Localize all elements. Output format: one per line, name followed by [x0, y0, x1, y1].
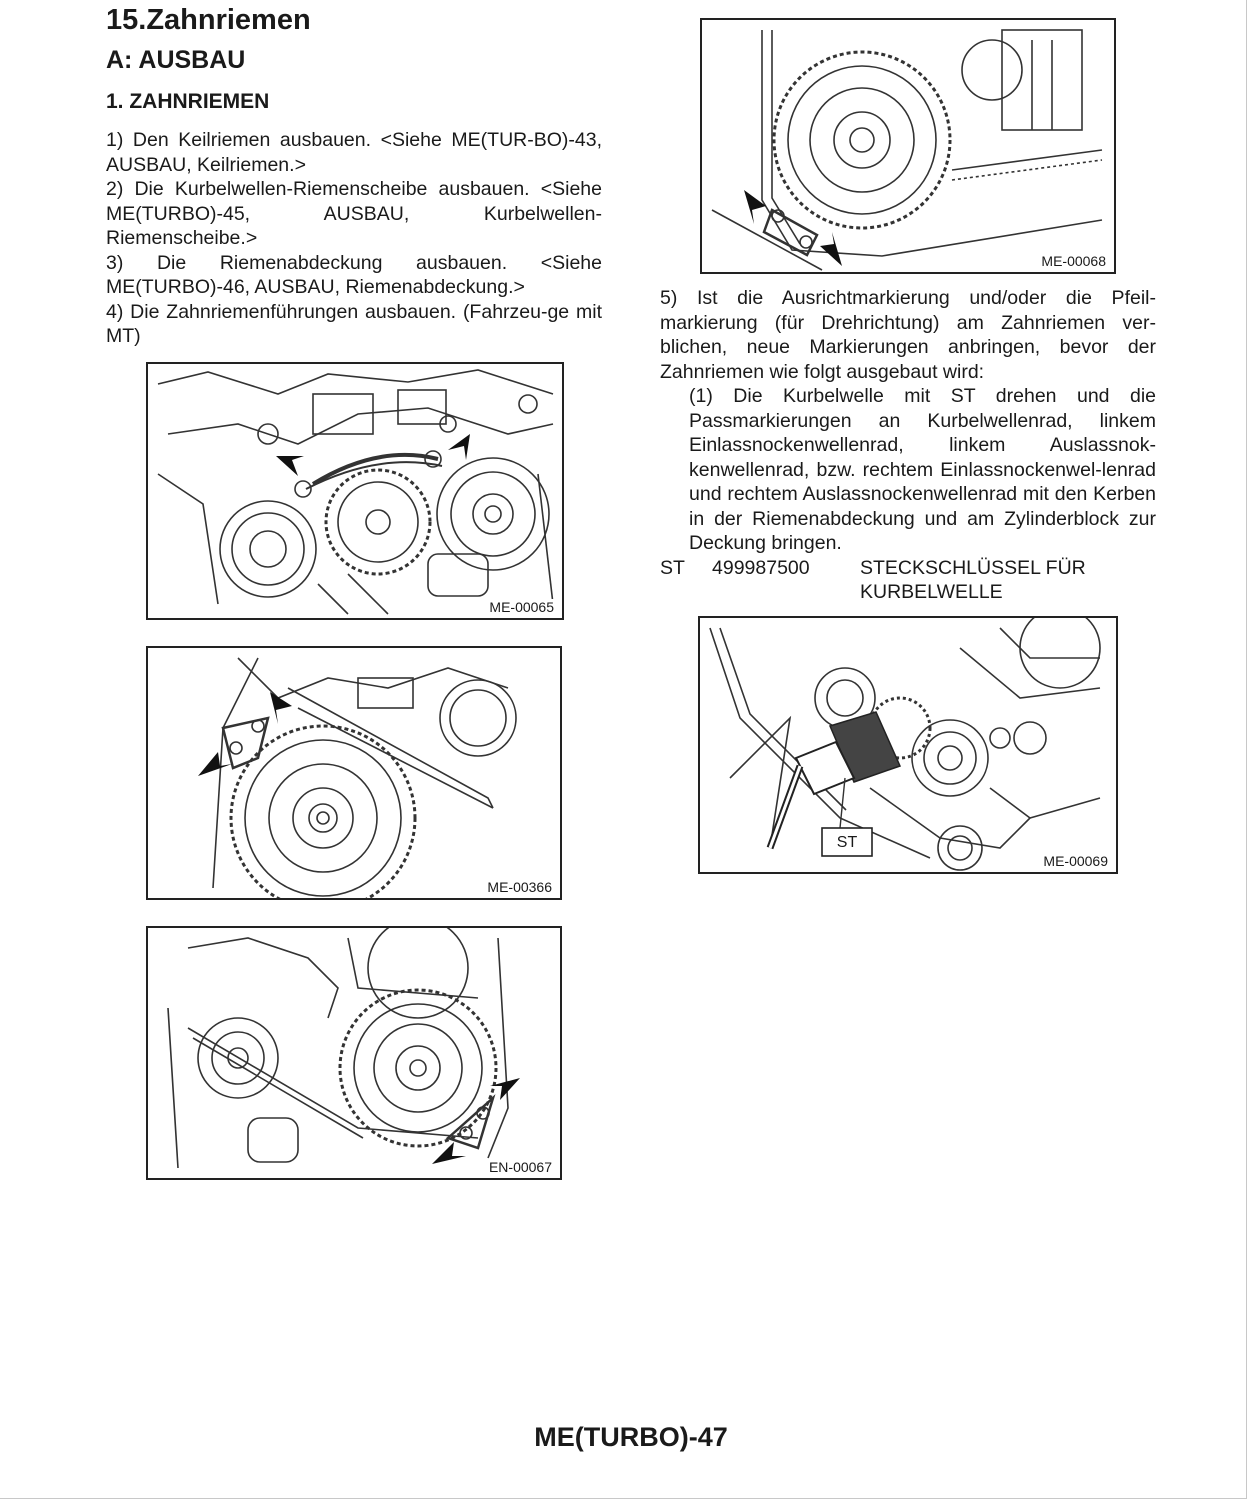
figure-caption-me-00069: ME-00069	[1041, 853, 1110, 869]
step-2: 2) Die Kurbelwellen-Riemenscheibe ausbau…	[106, 178, 602, 249]
figure-en-00067: EN-00067	[146, 926, 562, 1180]
special-tool-number: 499987500	[712, 556, 810, 579]
timing-belt-guide-illustration	[157, 369, 554, 615]
step-5-sub-1: (1) Die Kurbelwelle mit ST drehen und di…	[689, 385, 1156, 554]
subsection-title: A: AUSBAU	[106, 46, 246, 74]
belt-guide-lower-illustration	[711, 29, 1103, 271]
figure-caption-me-00068: ME-00068	[1039, 253, 1108, 269]
special-tool-row: ST 499987500 STECKSCHLÜSSEL FÜR KURBELWE…	[660, 556, 1156, 605]
step-5: 5) Ist die Ausrichtmarkierung und/oder d…	[660, 287, 1156, 383]
special-tool-label: ST	[660, 556, 685, 579]
step-3: 3) Die Riemenabdeckung ausbauen. <Siehe …	[106, 251, 602, 299]
figure-caption-me-00366: ME-00366	[485, 879, 554, 895]
step-4: 4) Die Zahnriemenführungen ausbauen. (Fa…	[106, 300, 602, 348]
figure-me-00065: ME-00065	[146, 362, 564, 620]
crankshaft-socket-illustration	[709, 618, 1101, 871]
belt-guide-right-illustration	[167, 928, 520, 1169]
special-tool-name: STECKSCHLÜSSEL FÜR KURBELWELLE	[860, 556, 1086, 604]
belt-guide-left-illustration	[198, 657, 517, 898]
special-tool-callout: ST	[836, 834, 858, 851]
figure-me-00068: ME-00068	[700, 18, 1116, 274]
item-title: 1. ZAHNRIEMEN	[106, 90, 270, 113]
left-column-text: 1) Den Keilriemen ausbauen. <Siehe ME(TU…	[106, 128, 602, 349]
section-title: 15.Zahnriemen	[106, 4, 311, 36]
figure-caption-en-00067: EN-00067	[486, 1159, 554, 1175]
figure-me-00069: ST ME-00069	[698, 616, 1118, 874]
right-column-text: 5) Ist die Ausrichtmarkierung und/oder d…	[660, 286, 1156, 605]
page-number: ME(TURBO)-47	[534, 1422, 728, 1452]
step-1: 1) Den Keilriemen ausbauen. <Siehe ME(TU…	[106, 129, 602, 176]
figure-caption-me-00065: ME-00065	[487, 599, 556, 615]
figure-me-00366: ME-00366	[146, 646, 562, 900]
